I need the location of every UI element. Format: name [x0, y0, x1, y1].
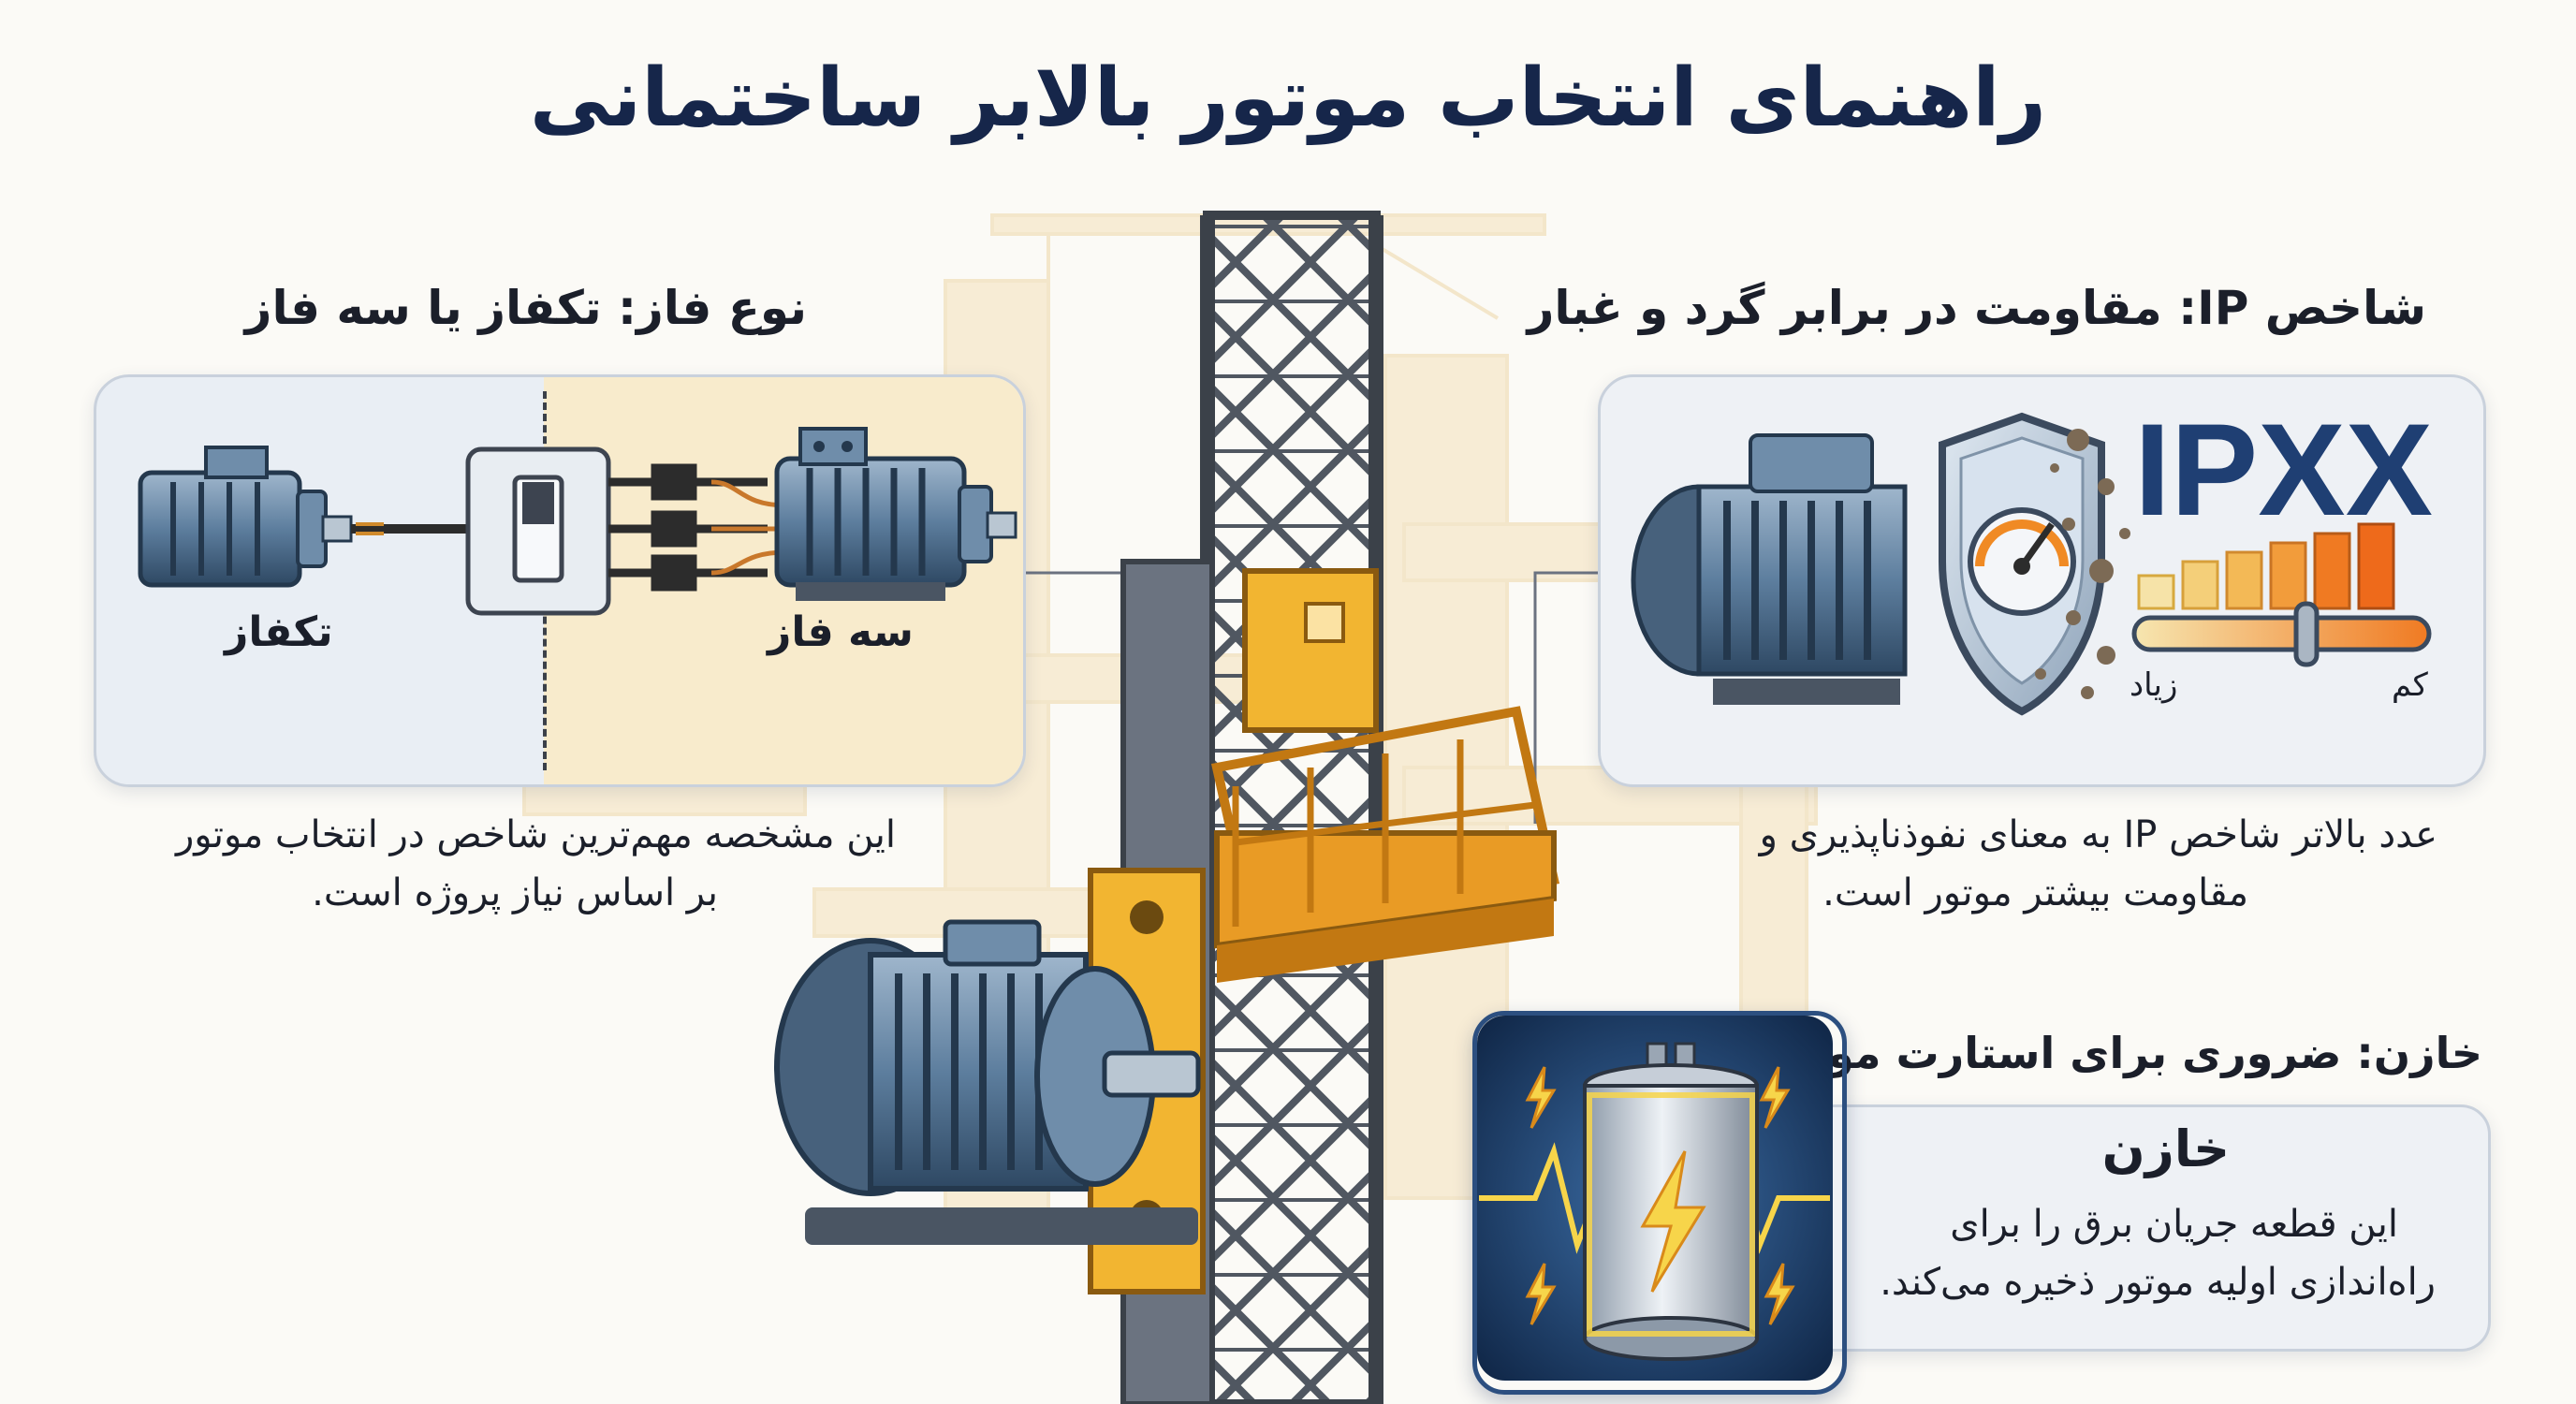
- ip-scale-low-label: کم: [2392, 666, 2428, 704]
- phase-heading: نوع فاز: تکفاز یا سه فاز: [244, 281, 807, 335]
- phase-panel: [94, 374, 1026, 787]
- ip-description-line1: عدد بالاتر شاخص IP به معنای نفوذناپذیری …: [1759, 813, 2437, 856]
- ip-scale-high-label: زیاد: [2130, 666, 2178, 704]
- three-phase-label: سه فاز: [768, 608, 914, 656]
- phase-description-line1: این مشخصه مهم‌ترین شاخص در انتخاب موتور: [175, 813, 896, 856]
- capacitor-heading: خازن: ضروری برای استارت موتور: [1759, 1028, 2482, 1078]
- phase-description-line2: بر اساس نیاز پروژه است.: [312, 871, 718, 914]
- capacitor-panel: [1778, 1104, 2491, 1352]
- ip-heading: شاخص IP: مقاومت در برابر گرد و غبار: [1527, 281, 2426, 335]
- capacitor-description-line2: راه‌اندازی اولیه موتور ذخیره می‌کند.: [1880, 1261, 2436, 1304]
- single-phase-label: تکفاز: [225, 608, 333, 656]
- phase-divider: [543, 391, 547, 770]
- page-title: راهنمای انتخاب موتور بالابر ساختمانی: [529, 51, 2047, 145]
- main-motor-icon: [774, 919, 1201, 1245]
- ip-description-line2: مقاومت بیشتر موتور است.: [1822, 871, 2248, 914]
- capacitor-description-line1: این قطعه جریان برق را برای: [1950, 1203, 2398, 1246]
- ip-code: IPXX: [2134, 396, 2434, 543]
- three-phase-area: [544, 377, 1023, 784]
- capacitor-card-title: خازن: [2101, 1119, 2230, 1178]
- capacitor-card: [1472, 1011, 1847, 1395]
